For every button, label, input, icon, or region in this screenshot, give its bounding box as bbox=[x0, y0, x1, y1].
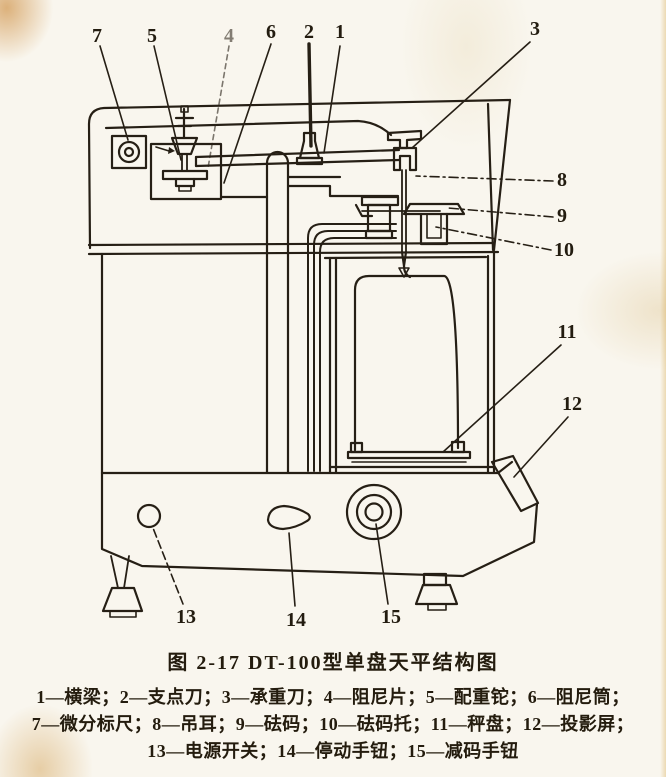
legend-line-1: 1—横梁；2—支点刀；3—承重刀；4—阻尼片；5—配重铊；6—阻尼筒； bbox=[36, 687, 630, 707]
brake-knob bbox=[266, 504, 311, 531]
callout-3: 3 bbox=[530, 18, 540, 40]
central-column bbox=[265, 150, 290, 474]
balance-structure-diagram bbox=[87, 41, 569, 618]
mid-shelf bbox=[87, 241, 500, 260]
fulcrum-knife bbox=[295, 131, 324, 166]
weight-carrier bbox=[402, 202, 466, 246]
callout-15: 15 bbox=[381, 606, 401, 628]
callout-7: 7 bbox=[92, 25, 102, 47]
weight-removal-knob bbox=[345, 483, 403, 541]
callout-10: 10 bbox=[554, 239, 574, 261]
damper-assembly bbox=[149, 105, 269, 201]
base bbox=[100, 460, 539, 578]
callout-4: 4 bbox=[224, 25, 234, 47]
pipes bbox=[307, 223, 397, 472]
callout-13: 13 bbox=[176, 606, 196, 628]
scan-edge-stain bbox=[660, 0, 666, 777]
weight-stack bbox=[354, 195, 441, 240]
callout-14: 14 bbox=[286, 609, 306, 631]
callout-2: 2 bbox=[304, 21, 314, 43]
callout-8: 8 bbox=[557, 169, 567, 191]
callout-12: 12 bbox=[562, 393, 582, 415]
callout-9: 9 bbox=[557, 205, 567, 227]
pan-assembly bbox=[346, 267, 472, 463]
callout-1: 1 bbox=[335, 21, 345, 43]
figure-title: 图 2-17 DT-100型单盘天平结构图 bbox=[167, 652, 499, 674]
callout-5: 5 bbox=[147, 25, 157, 47]
callout-6: 6 bbox=[266, 21, 276, 43]
power-switch bbox=[136, 503, 162, 529]
figure-caption-block: 图 2-17 DT-100型单盘天平结构图 1—横梁；2—支点刀；3—承重刀；4… bbox=[0, 646, 666, 765]
legend-line-3: 13—电源开关；14—停动手钮；15—减码手钮 bbox=[147, 741, 519, 761]
lower-cabinet bbox=[100, 250, 496, 475]
projection-screen bbox=[490, 454, 540, 513]
micrometer-eyepiece bbox=[110, 134, 148, 170]
callout-11: 11 bbox=[557, 321, 577, 343]
legend-line-2: 7—微分标尺；8—吊耳；9—砝码；10—砝码托；11—秤盘；12—投影屏； bbox=[31, 714, 635, 734]
leveling-feet bbox=[101, 555, 459, 618]
leader-lines bbox=[99, 41, 569, 607]
